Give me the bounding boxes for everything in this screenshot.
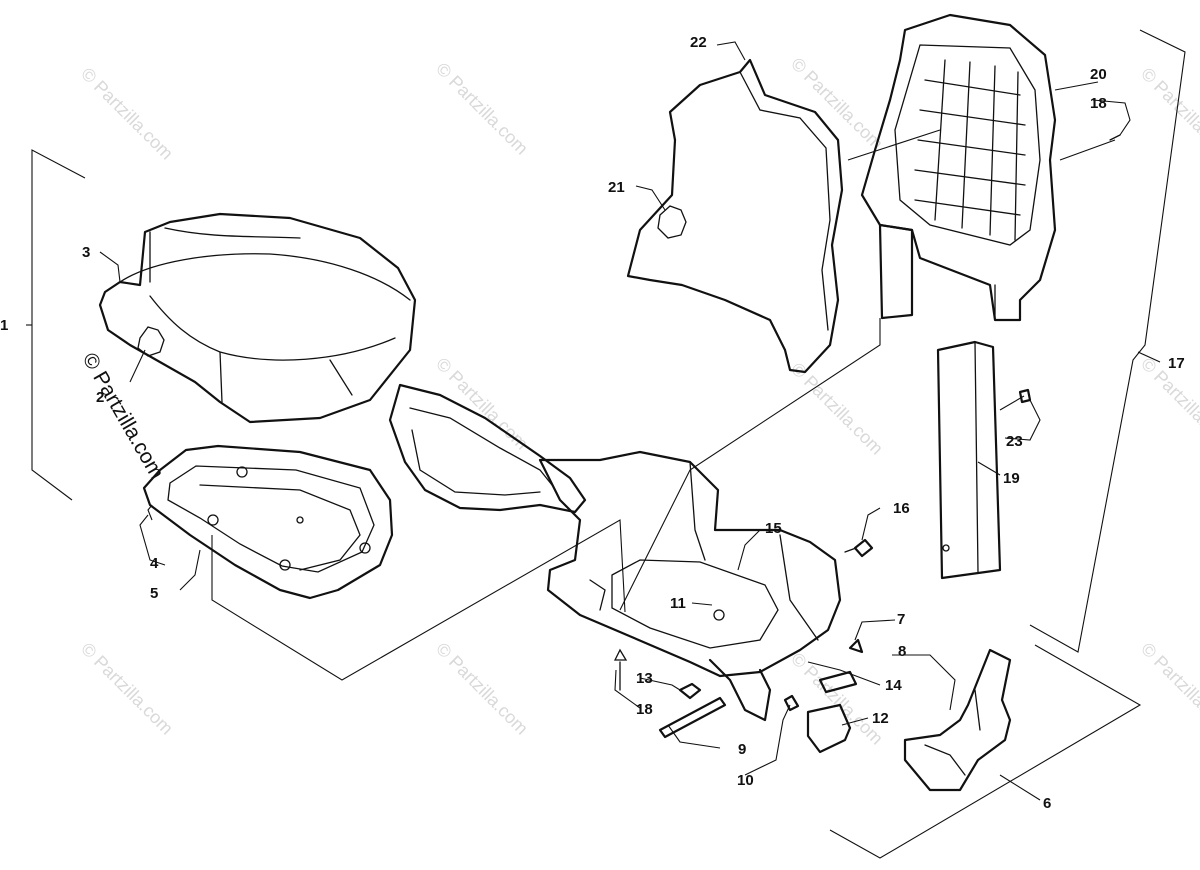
- seat-frame: [538, 450, 842, 722]
- warning-label-2: [137, 326, 165, 357]
- callout-8: 8: [898, 643, 906, 660]
- watermark: © Partzilla.com: [1137, 64, 1200, 164]
- callout-3: 3: [82, 244, 90, 261]
- callout-11: 11: [670, 595, 686, 612]
- seat-base-pan: [142, 444, 394, 600]
- watermark: © Partzilla.com: [77, 639, 177, 739]
- callout-20: 20: [1090, 66, 1107, 83]
- callout-15: 15: [765, 520, 782, 537]
- callout-23: 23: [1006, 433, 1023, 450]
- watermark: © Partzilla.com: [77, 64, 177, 164]
- callout-4: 4: [150, 555, 159, 572]
- backrest-post: [936, 340, 1002, 580]
- callout-18-bottom: 18: [636, 701, 653, 718]
- callout-13: 13: [636, 670, 653, 687]
- callout-7: 7: [897, 611, 905, 628]
- watermark-layer: © Partzilla.com © Partzilla.com © Partzi…: [77, 54, 1200, 749]
- hardware: [613, 134, 1121, 754]
- callout-labels: 1 2 3 4 5 6 7 8 9 10 11 12 13 14 15 16 1…: [0, 34, 1185, 812]
- watermark: © Partzilla.com: [432, 354, 532, 454]
- watermark: © Partzilla.com: [432, 639, 532, 739]
- grab-handle: [388, 383, 587, 514]
- callout-6: 6: [1043, 795, 1051, 812]
- assembly-bracket-1: [31, 149, 86, 501]
- callout-16: 16: [893, 500, 910, 517]
- callout-9: 9: [738, 741, 746, 758]
- warning-label-21: [657, 205, 687, 239]
- callout-1: 1: [0, 317, 8, 334]
- watermark: © Partzilla.com: [787, 649, 887, 749]
- callout-22: 22: [690, 34, 707, 51]
- callout-21: 21: [608, 179, 625, 196]
- assembly-bracket-17: [1029, 29, 1186, 653]
- callout-2: 2: [96, 389, 104, 406]
- backrest-frame: [860, 13, 1057, 322]
- callout-10: 10: [737, 772, 754, 789]
- callout-17: 17: [1168, 355, 1185, 372]
- watermark: © Partzilla.com: [432, 59, 532, 159]
- assembly-bracket-6: [829, 644, 1142, 859]
- callout-18-top: 18: [1090, 95, 1107, 112]
- seat-cushion: [98, 212, 417, 424]
- callout-5: 5: [150, 585, 158, 602]
- side-handle: [903, 648, 1012, 792]
- callout-14: 14: [885, 677, 902, 694]
- callout-12: 12: [872, 710, 889, 727]
- backrest-cushion: [626, 58, 844, 374]
- leader-lines: [26, 41, 1161, 801]
- copyright-notice: © Partzilla.com: [78, 349, 169, 483]
- callout-19: 19: [1003, 470, 1020, 487]
- watermark: © Partzilla.com: [1137, 639, 1200, 739]
